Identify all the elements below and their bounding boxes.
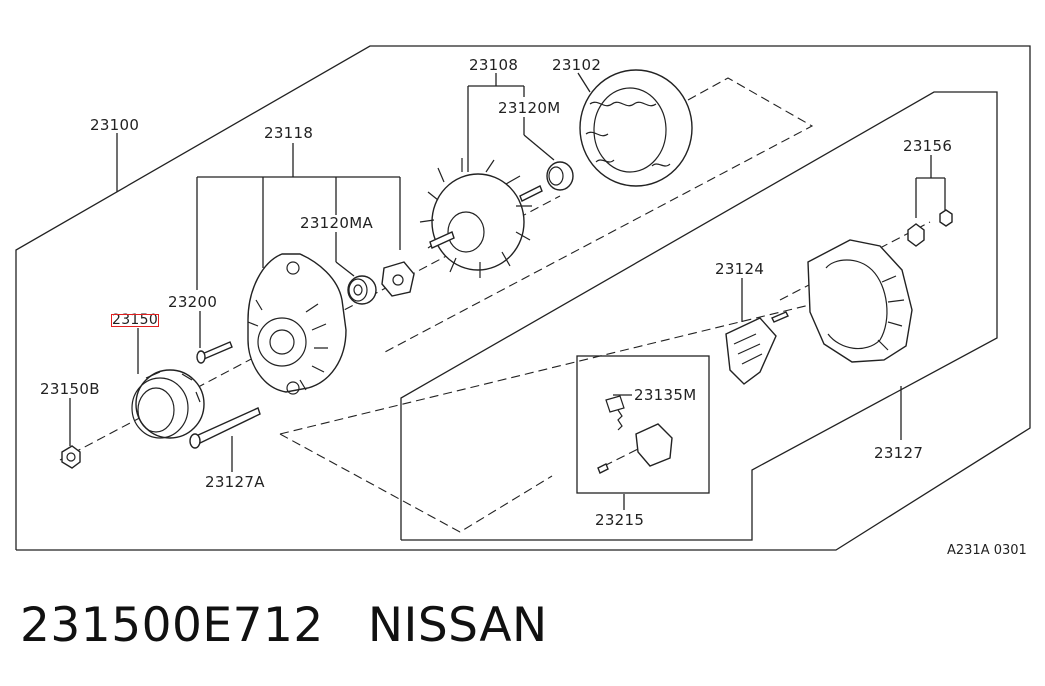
terminal-nut-part <box>907 209 953 247</box>
front-housing-part <box>807 239 913 363</box>
part-number: 231500E712 <box>20 598 324 653</box>
label-23102: 23102 <box>552 56 602 74</box>
brand-name: NISSAN <box>367 598 548 653</box>
label-23156: 23156 <box>903 137 953 155</box>
brush-holder-part <box>597 395 673 474</box>
dashed-axis-right <box>279 299 831 435</box>
leader-23120MA-b <box>335 261 355 277</box>
brush-holder-box <box>576 355 710 494</box>
label-23120MA: 23120MA <box>300 214 374 232</box>
leader-23102 <box>577 72 591 93</box>
regulator-part <box>725 311 789 385</box>
inner-frame <box>400 91 998 541</box>
label-23120M: 23120M <box>498 99 561 117</box>
retainer-plate-part <box>381 261 415 297</box>
leader-23120M-b <box>523 134 555 161</box>
front-bearing-part <box>546 161 574 191</box>
pulley-part <box>131 369 205 439</box>
screw-part <box>196 341 233 364</box>
pulley-nut-part <box>61 445 81 469</box>
exploded-parts-diagram <box>15 45 1031 551</box>
dashed-upper-boundary <box>384 77 814 353</box>
rotor-part <box>419 158 543 278</box>
label-23150B: 23150B <box>40 380 100 398</box>
dashed-lower-boundary <box>279 433 553 533</box>
diagram-reference-code: A231A 0301 <box>947 543 1027 558</box>
label-23150: 23150 <box>112 312 159 328</box>
label-23118: 23118 <box>264 124 314 142</box>
label-23127A: 23127A <box>205 473 265 491</box>
label-23108: 23108 <box>469 56 519 74</box>
bearing-part <box>347 275 377 305</box>
part-caption: 231500E712 NISSAN <box>20 598 548 653</box>
through-bolt-part <box>189 407 261 449</box>
outer-frame <box>15 45 1031 551</box>
rear-housing-part <box>247 253 347 395</box>
label-23215: 23215 <box>595 511 645 529</box>
label-23124: 23124 <box>715 260 765 278</box>
stator-part <box>579 69 693 187</box>
highlight-box-23150 <box>111 314 159 327</box>
label-23135M: 23135M <box>634 386 697 404</box>
dashed-axis-brush <box>603 447 641 467</box>
label-23100: 23100 <box>90 116 140 134</box>
label-23127: 23127 <box>874 444 924 462</box>
label-23200: 23200 <box>168 293 218 311</box>
